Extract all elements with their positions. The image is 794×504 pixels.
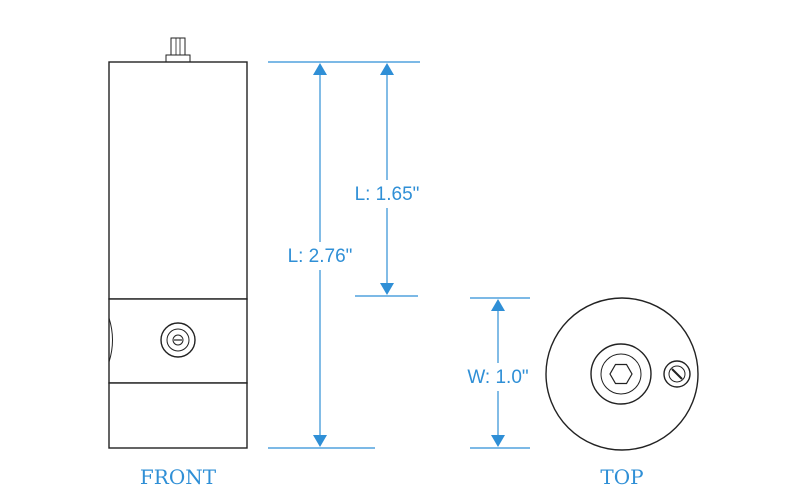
overall-length-dimension: L: 2.76" bbox=[268, 61, 420, 449]
hex-socket-icon bbox=[609, 363, 633, 385]
top-view: TOP bbox=[545, 297, 699, 489]
front-view: FRONT bbox=[108, 37, 248, 489]
width-dimension: W: 1.0" bbox=[452, 297, 544, 449]
top-set-screw-icon bbox=[663, 360, 691, 388]
front-upper-body bbox=[108, 61, 248, 300]
upper-length-label: L: 1.65" bbox=[355, 184, 420, 205]
top-view-label: TOP bbox=[600, 465, 643, 489]
side-notch bbox=[108, 317, 113, 363]
set-screw-icon bbox=[160, 322, 196, 358]
overall-length-label: L: 2.76" bbox=[288, 246, 353, 267]
front-view-label: FRONT bbox=[140, 465, 217, 489]
upper-length-dimension: L: 1.65" bbox=[338, 63, 436, 297]
width-label: W: 1.0" bbox=[467, 367, 528, 388]
front-bottom-section bbox=[108, 382, 248, 449]
connector-base bbox=[165, 54, 191, 63]
connector-pin bbox=[170, 37, 186, 57]
